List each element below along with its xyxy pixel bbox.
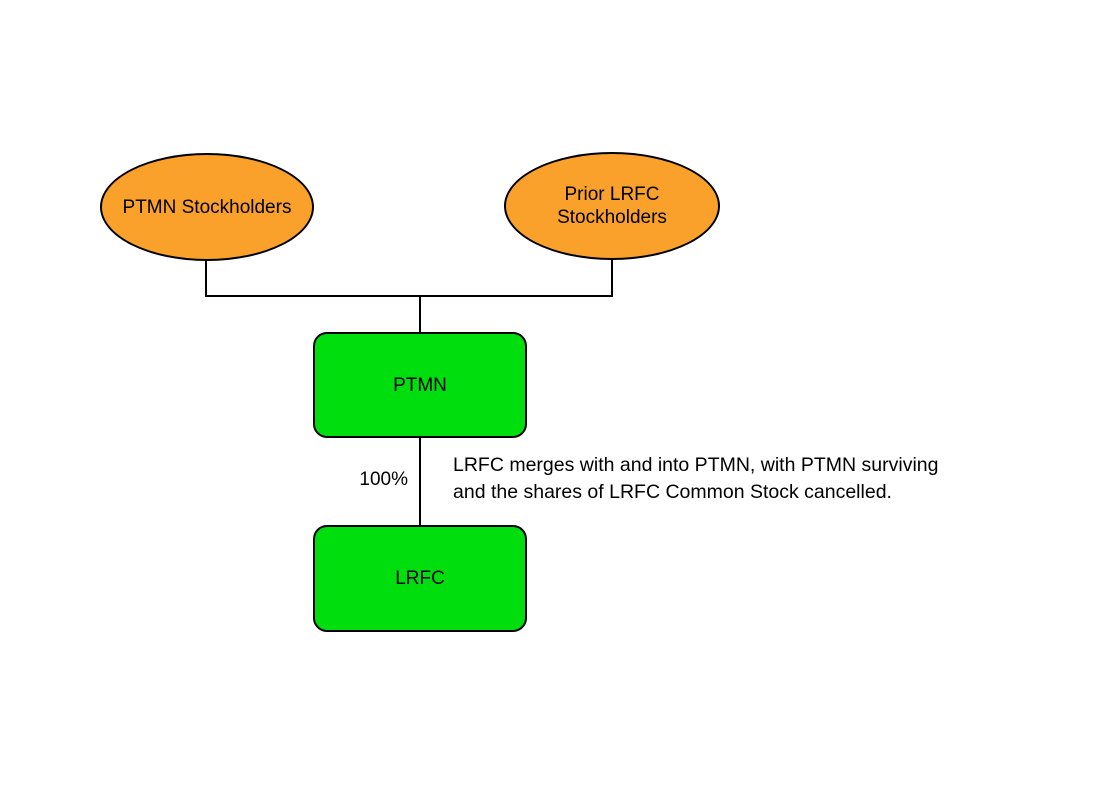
node-lrfc-label: LRFC [395, 568, 445, 589]
node-prior-lrfc-stockholders: Prior LRFC Stockholders [504, 152, 720, 260]
merger-annotation-line2: and the shares of LRFC Common Stock canc… [453, 481, 892, 503]
merger-annotation: LRFC merges with and into PTMN, with PTM… [453, 452, 1033, 506]
node-prior-lrfc-stockholders-label: Prior LRFC Stockholders [557, 184, 667, 228]
node-ptmn-stockholders: PTMN Stockholders [100, 153, 314, 261]
node-lrfc: LRFC [313, 525, 527, 632]
node-ptmn-stockholders-label: PTMN Stockholders [122, 196, 292, 218]
connector-middle-to-ptmn [419, 297, 421, 332]
connector-ptmn-to-lrfc [419, 438, 421, 525]
connector-horizontal [205, 295, 613, 297]
node-ptmn: PTMN [313, 332, 527, 438]
ownership-percentage-label: 100% [359, 469, 408, 490]
connector-right-vertical [611, 260, 613, 297]
connector-left-vertical [205, 260, 207, 297]
node-ptmn-label: PTMN [393, 374, 447, 396]
merger-annotation-line1: LRFC merges with and into PTMN, with PTM… [453, 454, 939, 476]
